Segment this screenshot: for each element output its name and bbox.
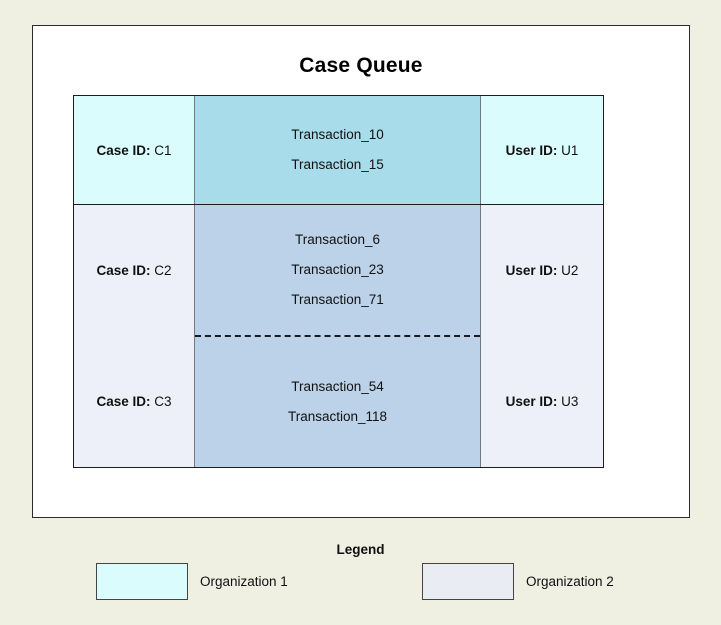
transaction-item: Transaction_23 [291,262,384,277]
user-id-cell-u2: User ID: U2 [481,205,603,336]
user-id-value: U3 [561,394,579,409]
legend-entry-organization-1: Organization 1 [96,563,288,600]
user-id-label: User ID: [505,263,558,278]
table-row[interactable]: Case ID: C2 Case ID: C3 Transaction_6 [74,205,603,467]
case-id-label: Case ID: [96,263,151,278]
case-id-column-org2: Case ID: C2 Case ID: C3 [74,205,195,467]
transaction-column-org2: Transaction_6 Transaction_23 Transaction… [195,205,480,467]
case-id-cell-c3: Case ID: C3 [74,336,194,467]
user-id-column-org2: User ID: U2 User ID: U3 [480,205,603,467]
transaction-item: Transaction_71 [291,292,384,307]
case-separator-dashed [195,335,480,337]
user-id-label: User ID: [505,142,558,158]
case-id-cell-c1: Case ID: C1 [74,96,195,204]
user-id-value: U1 [561,142,579,158]
user-id-cell-u3: User ID: U3 [481,336,603,467]
transaction-item: Transaction_6 [294,232,381,247]
page-title: Case Queue [299,54,423,77]
transaction-item: Transaction_54 [291,379,384,394]
legend-swatch-organization-2 [422,563,514,600]
case-id-value: C3 [154,394,172,409]
legend-title: Legend [336,542,385,557]
case-id-value: C2 [154,263,172,278]
legend-swatch-organization-1 [96,563,188,600]
case-queue-table: Case ID: C1 Transaction_10 Transaction_1… [73,95,604,468]
case-id-label: Case ID: [96,142,151,158]
transaction-item: Transaction_10 [291,127,384,142]
case-id-cell-c2: Case ID: C2 [74,205,194,336]
legend-label-organization-2: Organization 2 [526,574,614,589]
transaction-item: Transaction_118 [287,409,388,424]
transaction-list-c2: Transaction_6 Transaction_23 Transaction… [195,205,480,335]
user-id-cell-u1: User ID: U1 [480,96,603,204]
user-id-label: User ID: [505,394,558,409]
transaction-item: Transaction_15 [291,157,384,172]
user-id-value: U2 [561,263,579,278]
legend-entry-organization-2: Organization 2 [422,563,614,600]
case-id-value: C1 [154,142,172,158]
transaction-list-c3: Transaction_54 Transaction_118 [195,337,480,467]
case-queue-card: Case Queue Case ID: C1 Transaction_10 Tr… [32,25,690,518]
table-row[interactable]: Case ID: C1 Transaction_10 Transaction_1… [74,96,603,205]
transaction-list-c1: Transaction_10 Transaction_15 [195,96,480,204]
legend-label-organization-1: Organization 1 [200,574,288,589]
legend: Legend Organization 1 Organization 2 [0,528,721,625]
case-id-label: Case ID: [96,394,151,409]
